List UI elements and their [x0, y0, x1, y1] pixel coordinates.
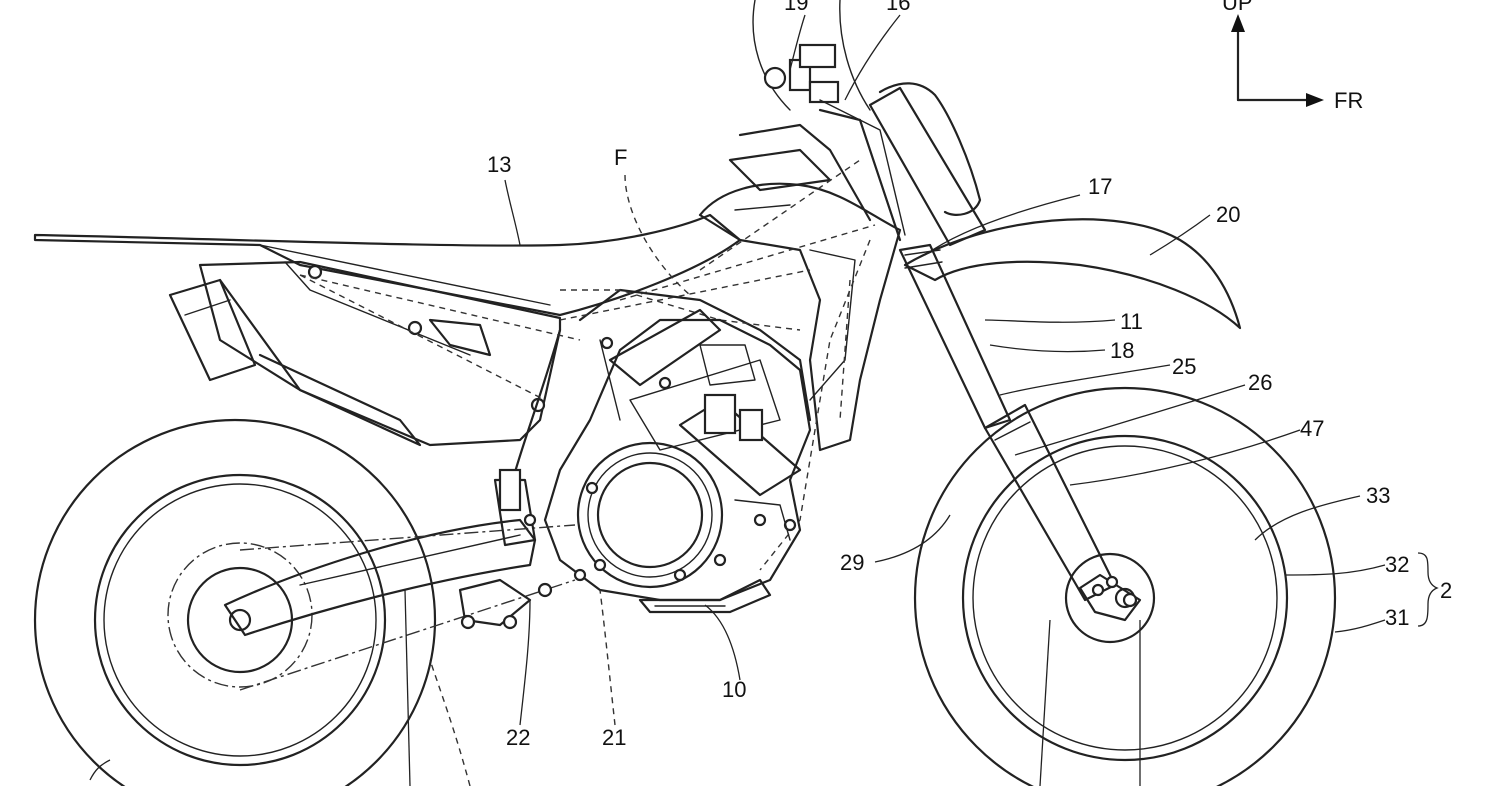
side-cover — [198, 260, 562, 447]
up-label: UP — [1222, 0, 1253, 15]
front-fender — [903, 218, 1242, 330]
label-29: 29 — [840, 550, 864, 575]
label-11: 11 — [1120, 309, 1143, 334]
direction-indicator: UP FR — [1222, 0, 1363, 113]
muffler — [168, 278, 422, 447]
label-13: 13 — [487, 152, 511, 177]
seat — [33, 213, 742, 317]
skid-plate — [638, 578, 772, 614]
label-31: 31 — [1385, 605, 1409, 630]
label-25: 25 — [1172, 354, 1196, 379]
engine — [543, 308, 812, 602]
label-F: F — [614, 145, 627, 170]
label-26: 26 — [1248, 370, 1272, 395]
part-labels: 19 16 13 F 17 20 11 18 25 26 47 33 32 31… — [487, 0, 1452, 750]
label-21: 21 — [602, 725, 626, 750]
label-20: 20 — [1216, 202, 1240, 227]
label-18: 18 — [1110, 338, 1134, 363]
handlebar-area — [738, 0, 987, 247]
rear-wheel — [33, 418, 437, 786]
front-fork — [898, 243, 1142, 622]
rear-shock-linkage — [458, 468, 587, 630]
label-16: 16 — [886, 0, 910, 15]
label-17: 17 — [1088, 174, 1112, 199]
label-47: 47 — [1300, 416, 1324, 441]
label-2: 2 — [1440, 578, 1452, 603]
swingarm — [223, 518, 576, 691]
label-19: 19 — [784, 0, 808, 15]
label-22: 22 — [506, 725, 530, 750]
leader-lines — [89, 14, 1386, 786]
frame — [299, 159, 876, 571]
label-10: 10 — [722, 677, 746, 702]
front-wheel — [913, 386, 1337, 786]
label-33: 33 — [1366, 483, 1390, 508]
front-label: FR — [1334, 88, 1363, 113]
label-32: 32 — [1385, 552, 1409, 577]
brace-2 — [1417, 552, 1439, 627]
